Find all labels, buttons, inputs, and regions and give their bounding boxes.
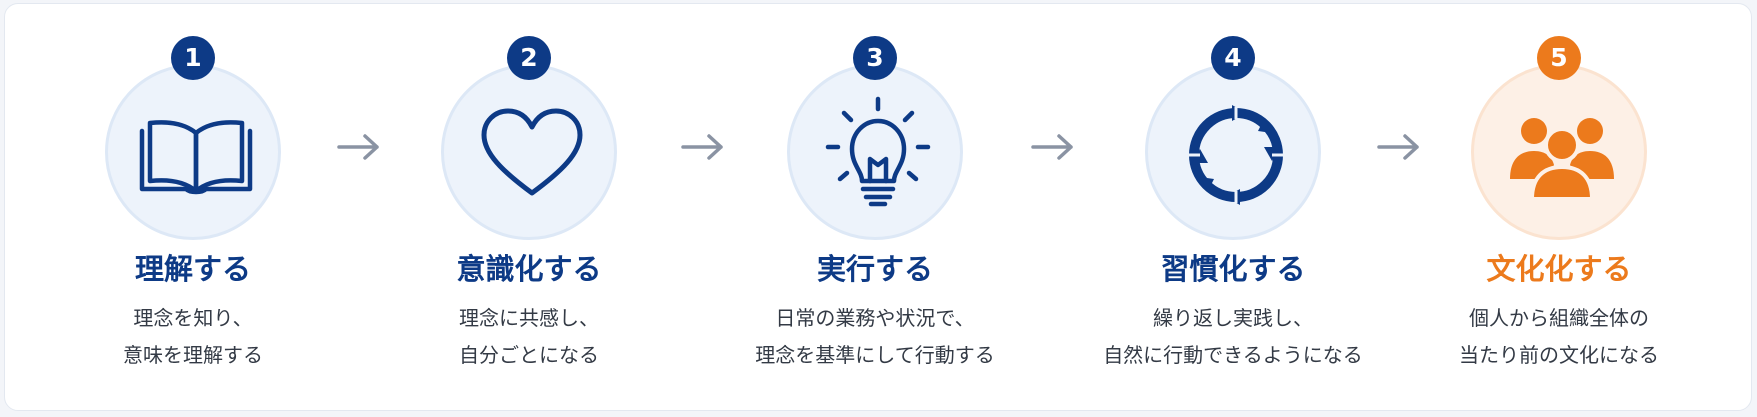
arrow-right-icon xyxy=(337,134,379,160)
step-3-circle xyxy=(787,64,963,240)
step-number-badge: 1 xyxy=(171,36,215,80)
step-description: 日常の業務や状況で、 理念を基準にして行動する xyxy=(705,300,1045,374)
step-description-line: 日常の業務や状況で、 xyxy=(775,306,975,330)
people-group-icon xyxy=(1510,118,1614,201)
step-4-circle xyxy=(1145,64,1321,240)
step-description-line: 理念を知り、 xyxy=(133,306,253,330)
step-description-line: 当たり前の文化になる xyxy=(1459,343,1659,367)
lightbulb-icon xyxy=(825,96,931,207)
arrow-right-icon xyxy=(1377,134,1419,160)
step-number-badge: 5 xyxy=(1537,36,1581,80)
step-2-circle xyxy=(441,64,617,240)
step-description-line: 繰り返し実践し、 xyxy=(1153,306,1313,330)
arrow-right-icon xyxy=(1031,134,1073,160)
step-5-circle xyxy=(1471,64,1647,240)
cycle-icon xyxy=(1188,105,1284,205)
step-description-line: 理念に共感し、 xyxy=(459,306,599,330)
step-number-badge: 2 xyxy=(507,36,551,80)
step-description: 理念に共感し、 自分ごとになる xyxy=(359,300,699,374)
step-description-line: 意味を理解する xyxy=(123,343,263,367)
step-title: 実行する xyxy=(816,252,933,286)
step-title: 習慣化する xyxy=(1160,252,1306,286)
step-description: 理念を知り、 意味を理解する xyxy=(23,300,363,374)
open-book-icon xyxy=(139,120,253,195)
heart-icon xyxy=(481,108,583,196)
arrow-right-icon xyxy=(681,134,723,160)
step-description: 個人から組織全体の 当たり前の文化になる xyxy=(1389,300,1729,374)
process-card: 1 理解する 理念を知り、 意味を理解する 2 意識化する 理念に共感し、 自分… xyxy=(4,3,1752,411)
step-title: 理解する xyxy=(134,252,251,286)
step-description: 繰り返し実践し、 自然に行動できるようになる xyxy=(1063,300,1403,374)
step-description-line: 個人から組織全体の xyxy=(1469,306,1649,330)
step-description-line: 自然に行動できるようになる xyxy=(1103,343,1363,367)
step-description-line: 理念を基準にして行動する xyxy=(755,343,995,367)
step-title: 意識化する xyxy=(456,252,602,286)
step-number-badge: 4 xyxy=(1211,36,1255,80)
step-description-line: 自分ごとになる xyxy=(459,343,599,367)
step-title: 文化化する xyxy=(1486,252,1632,286)
step-number-badge: 3 xyxy=(853,36,897,80)
step-1-circle xyxy=(105,64,281,240)
